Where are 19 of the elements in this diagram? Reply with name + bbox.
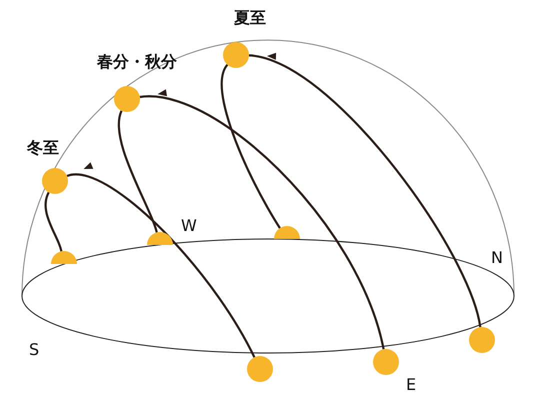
compass-label: E	[406, 375, 416, 394]
compass-label: W	[181, 216, 197, 235]
sun-circle	[373, 349, 399, 375]
setting-sun	[147, 232, 173, 245]
sun-circle	[469, 327, 495, 353]
sun-circle	[42, 168, 68, 194]
compass-label: N	[491, 248, 503, 267]
sun-path-arrow	[140, 90, 385, 350]
season-label: 春分・秋分	[97, 52, 177, 73]
sun-path-arrow	[248, 53, 482, 328]
setting-sun	[274, 226, 300, 239]
sun-circle	[114, 86, 140, 112]
sun-circle	[247, 356, 273, 382]
season-label: 冬至	[27, 138, 59, 159]
sun-path-arrow	[66, 163, 256, 358]
compass-label: S	[29, 340, 40, 359]
setting-sun	[51, 251, 77, 264]
season-label: 夏至	[234, 8, 266, 29]
sun-circle	[223, 42, 249, 68]
